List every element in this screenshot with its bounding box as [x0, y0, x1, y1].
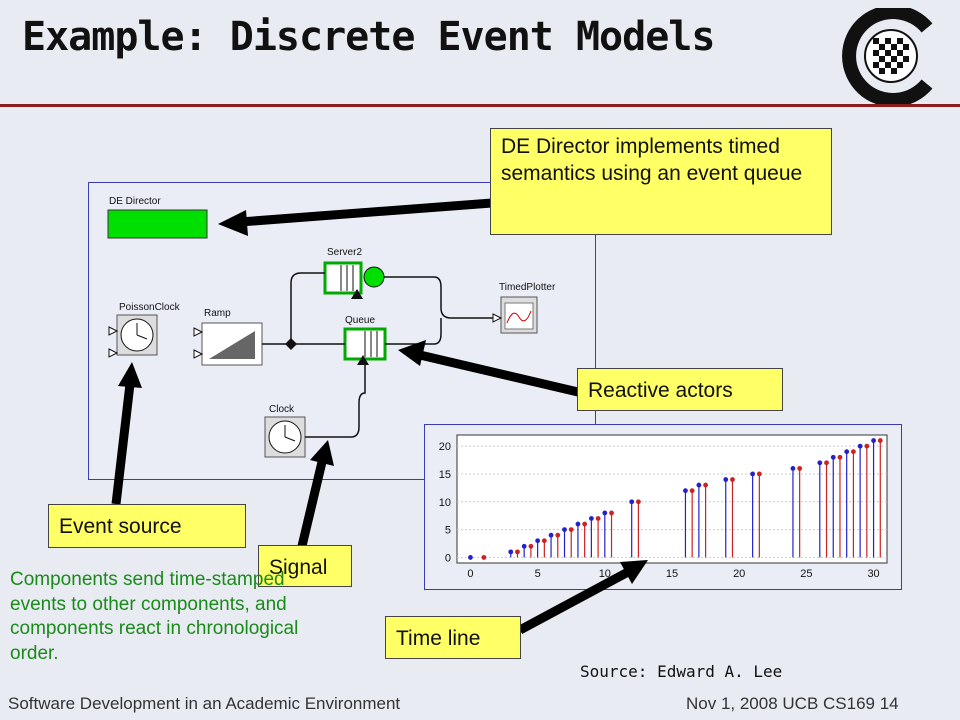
- input-port-icon: [108, 326, 119, 336]
- input-port-icon: [108, 348, 119, 358]
- server-block[interactable]: [323, 261, 385, 299]
- data-point: [797, 465, 803, 471]
- data-point: [824, 460, 829, 466]
- server-label: Server2: [327, 247, 362, 258]
- input-port-icon: [193, 327, 204, 337]
- relation-diamond-icon: [285, 338, 297, 350]
- x-tick-label: 30: [867, 568, 879, 580]
- ramp-label: Ramp: [204, 308, 231, 319]
- data-point: [582, 521, 588, 527]
- title-rule: [0, 104, 960, 107]
- data-point: [528, 543, 534, 549]
- data-point: [575, 521, 581, 527]
- director-callout: DE Director implements timed semantics u…: [490, 128, 832, 235]
- de-director-block[interactable]: [107, 209, 208, 239]
- slide-title: Example: Discrete Event Models: [22, 14, 715, 60]
- data-point: [750, 471, 756, 477]
- source-credit: Source: Edward A. Lee: [580, 662, 783, 681]
- data-point: [602, 510, 608, 516]
- data-point: [817, 460, 823, 466]
- body-text: Components send time-stamped events to o…: [10, 569, 299, 665]
- university-logo: [842, 8, 933, 104]
- data-point: [548, 532, 554, 538]
- footer-date-page: Nov 1, 2008 UCB CS169 14: [686, 694, 899, 713]
- data-point: [871, 438, 876, 443]
- x-tick-label: 20: [733, 568, 745, 580]
- data-point: [851, 449, 856, 455]
- data-point: [508, 549, 514, 555]
- data-point: [730, 477, 735, 482]
- data-point: [468, 555, 473, 560]
- event-source-callout: Event source: [48, 504, 246, 548]
- y-tick-label: 20: [439, 441, 451, 453]
- data-point: [629, 499, 635, 505]
- input-port-icon: [193, 349, 204, 359]
- y-tick-label: 5: [445, 525, 451, 537]
- poisson-label: PoissonClock: [119, 302, 181, 313]
- x-tick-label: 10: [599, 568, 611, 580]
- data-point: [535, 538, 541, 544]
- reactive-callout: Reactive actors: [577, 368, 783, 411]
- ramp-block[interactable]: [201, 322, 263, 366]
- footer-course: Software Development in an Academic Envi…: [8, 694, 401, 713]
- data-point: [689, 488, 695, 494]
- data-point: [723, 477, 729, 482]
- data-point: [830, 454, 836, 460]
- signal-callout: Signal: [258, 545, 352, 587]
- data-point: [696, 482, 702, 488]
- data-point: [844, 449, 850, 455]
- x-tick-label: 15: [666, 568, 678, 580]
- y-tick-label: 15: [439, 469, 451, 481]
- y-tick-label: 0: [445, 552, 451, 564]
- clock-block[interactable]: [264, 416, 306, 458]
- data-point: [790, 465, 796, 471]
- data-point: [562, 527, 567, 533]
- data-point: [481, 555, 487, 560]
- poisson-clock-block[interactable]: [116, 314, 158, 356]
- model-canvas: DE Director PoissonClock Ramp Server2 Qu…: [88, 182, 596, 480]
- data-point: [877, 438, 883, 443]
- x-tick-label: 0: [467, 568, 473, 580]
- data-point: [864, 443, 870, 449]
- signal-wires: [262, 272, 493, 438]
- director-label: DE Director: [109, 196, 161, 207]
- plot-panel: 0 5 10 15 20 0 5 10 15 20 25 30: [424, 424, 902, 590]
- y-tick-label: 10: [439, 497, 451, 509]
- data-point: [521, 543, 527, 549]
- x-tick-label: 5: [535, 568, 541, 580]
- queue-label: Queue: [345, 315, 375, 326]
- data-point: [541, 538, 547, 544]
- time-line-callout: Time line: [385, 616, 521, 659]
- data-point: [703, 482, 708, 488]
- timed-plotter-block[interactable]: [500, 296, 538, 334]
- x-tick-label: 25: [800, 568, 812, 580]
- data-point: [588, 516, 594, 521]
- data-point: [595, 516, 601, 521]
- data-point: [857, 443, 863, 449]
- data-point: [756, 471, 762, 477]
- data-point: [636, 499, 641, 505]
- data-point: [683, 488, 688, 494]
- plot-area: [456, 434, 888, 564]
- plotter-label: TimedPlotter: [499, 282, 556, 293]
- data-point: [515, 549, 520, 555]
- data-point: [609, 510, 614, 516]
- data-point: [555, 532, 561, 538]
- clock-label: Clock: [269, 404, 295, 415]
- data-point: [568, 527, 574, 533]
- data-point: [837, 454, 843, 460]
